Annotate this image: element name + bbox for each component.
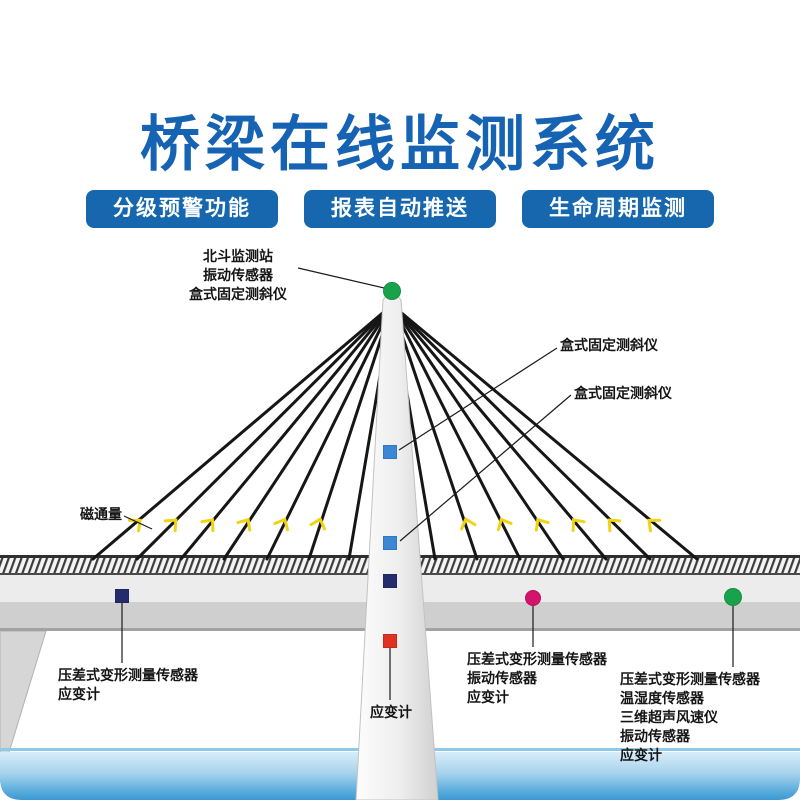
- label-inclinometer-upper: 盒式固定测斜仪: [560, 337, 658, 353]
- feature-badges: 分级预警功能 报表自动推送 生命周期监测: [0, 190, 800, 228]
- label-deck-mid: 压差式变形测量传感器 振动传感器 应变计: [467, 650, 607, 707]
- badge-report-push: 报表自动推送: [304, 190, 496, 228]
- label-line: 振动传感器: [620, 728, 690, 744]
- badge-lifecycle-monitoring: 生命周期监测: [522, 190, 714, 228]
- label-deck-right: 压差式变形测量传感器 温湿度传感器 三维超声风速仪 振动传感器 应变计: [620, 670, 760, 765]
- sensor-deck-right: [724, 588, 742, 606]
- label-line: 振动传感器: [467, 670, 537, 686]
- sensor-inclinometer-lower: [383, 536, 397, 550]
- page-title: 桥梁在线监测系统: [140, 111, 660, 178]
- label-deck-left: 压差式变形测量传感器 应变计: [58, 666, 198, 704]
- label-line: 三维超声风速仪: [620, 709, 718, 725]
- magnetic-flux-markers: [127, 517, 662, 533]
- leader-lines: [121, 267, 734, 700]
- label-line: 压差式变形测量传感器: [620, 671, 760, 687]
- sensor-beidou-station: [383, 282, 401, 300]
- label-line: 应变计: [58, 686, 100, 702]
- label-line: 压差式变形测量传感器: [58, 667, 198, 683]
- label-line: 压差式变形测量传感器: [467, 651, 607, 667]
- label-line: 北斗监测站: [203, 248, 273, 264]
- label-line: 应变计: [620, 747, 662, 763]
- sensor-deck-mid: [525, 590, 541, 606]
- badge-warning-function: 分级预警功能: [86, 190, 278, 228]
- sensor-deck-left: [115, 589, 129, 603]
- label-beidou-station: 北斗监测站 振动传感器 盒式固定测斜仪: [150, 247, 326, 304]
- label-strain-center: 应变计: [370, 704, 412, 720]
- label-line: 振动传感器: [203, 267, 273, 283]
- label-line: 盒式固定测斜仪: [189, 286, 287, 302]
- label-line: 温湿度传感器: [620, 690, 704, 706]
- sensor-strain-gauge: [383, 634, 397, 648]
- stay-cables: [91, 303, 699, 561]
- sensor-deck-tower: [383, 574, 397, 588]
- sensor-inclinometer-upper: [383, 445, 397, 459]
- label-inclinometer-lower: 盒式固定测斜仪: [574, 385, 672, 401]
- label-magnetic-flux: 磁通量: [80, 506, 122, 522]
- label-line: 应变计: [467, 689, 509, 705]
